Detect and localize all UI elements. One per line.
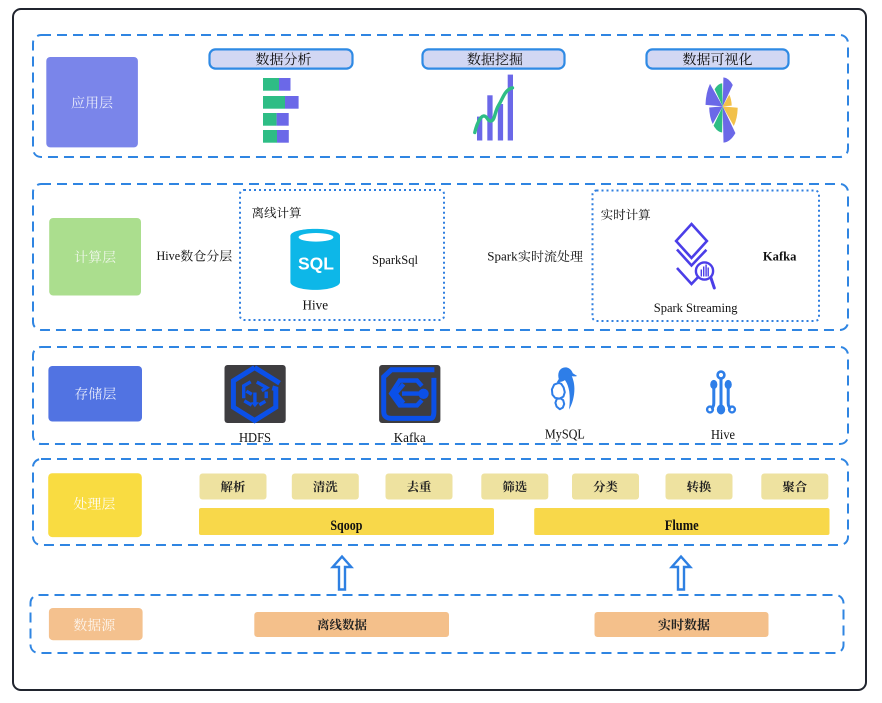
svg-text:Spark: Spark — [487, 249, 518, 264]
svg-text:SQL: SQL — [298, 254, 334, 274]
svg-text:Hive: Hive — [303, 299, 329, 314]
svg-text:HDFS: HDFS — [239, 431, 271, 446]
svg-text:Sqoop: Sqoop — [330, 518, 362, 534]
svg-text:Spark Streaming: Spark Streaming — [654, 300, 738, 315]
svg-text:MySQL: MySQL — [545, 428, 585, 443]
svg-text:Hive: Hive — [157, 248, 181, 263]
svg-text:Kafka: Kafka — [394, 431, 427, 446]
svg-text:SparkSql: SparkSql — [372, 252, 418, 267]
svg-text:Flume: Flume — [665, 518, 699, 534]
svg-text:Hive: Hive — [711, 428, 735, 443]
svg-text:Kafka: Kafka — [763, 249, 797, 264]
